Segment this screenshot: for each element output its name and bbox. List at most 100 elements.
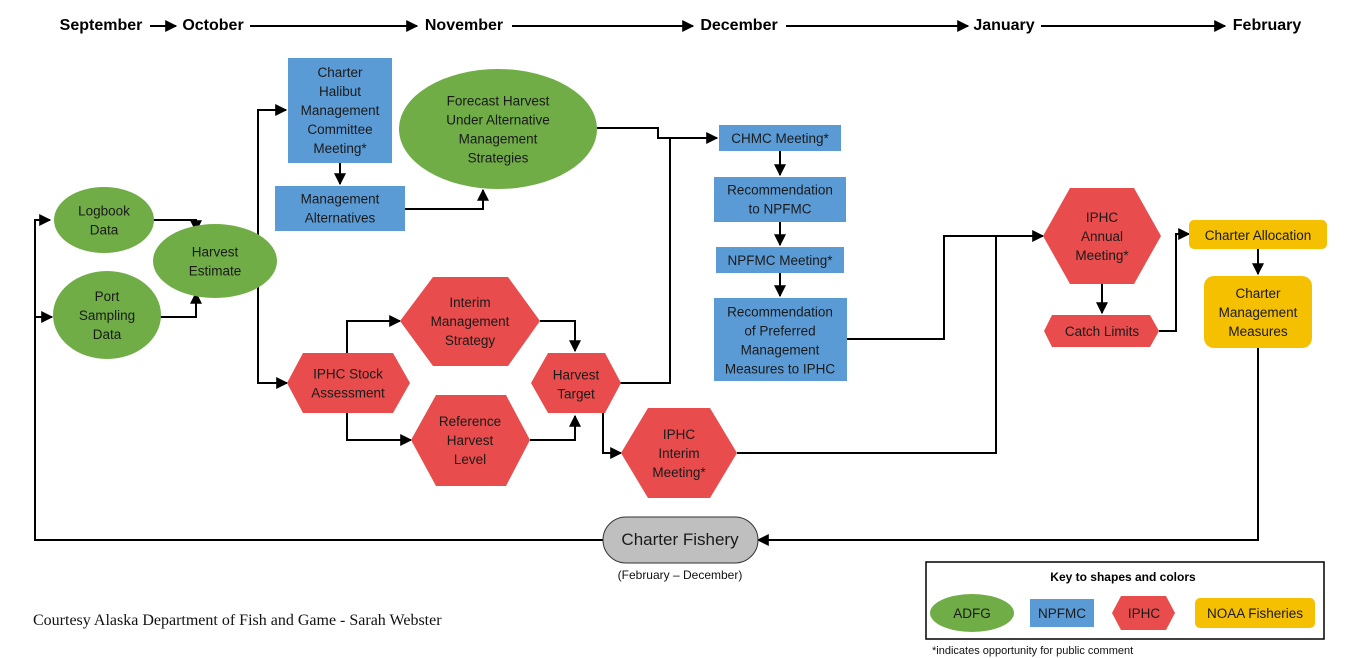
node-label-line: Reference <box>439 414 501 429</box>
legend-adfg-label: ADFG <box>953 606 991 621</box>
node-label-line: Measures <box>1228 324 1288 339</box>
node-chmc-meeting-label: CHMC Meeting* <box>731 131 829 146</box>
node-label-line: NPFMC Meeting* <box>727 253 833 268</box>
node-label-line: Committee <box>307 122 372 137</box>
node-label-line: Meeting* <box>313 141 367 156</box>
month-january: January <box>973 17 1034 34</box>
node-npfmc-meeting-label: NPFMC Meeting* <box>727 253 833 268</box>
node-charter-fishery-label: Charter Fishery <box>621 530 739 549</box>
node-harvest-estimate <box>153 224 277 298</box>
node-iphc-stock-assessment <box>287 353 410 413</box>
node-label-line: Assessment <box>311 386 385 401</box>
node-label-line: IPHC <box>663 427 696 442</box>
node-label-line: Halibut <box>319 84 361 99</box>
node-recommendation-npfmc <box>714 177 846 222</box>
node-catch-limits-label: Catch Limits <box>1065 324 1140 339</box>
node-label-line: Interim <box>449 295 490 310</box>
node-label-line: Catch Limits <box>1065 324 1140 339</box>
node-label-line: Level <box>454 452 486 467</box>
node-label-line: Management <box>741 343 820 358</box>
node-label-line: Charter Allocation <box>1205 228 1312 243</box>
connector <box>159 291 202 318</box>
legend-noaa-shape <box>1195 598 1315 628</box>
node-label-line: Management <box>431 314 510 329</box>
node-label-line: Harvest <box>192 245 239 260</box>
node-label-line: Management <box>1219 305 1298 320</box>
legend-npfmc-shape <box>1030 599 1094 627</box>
node-catch-limits <box>1044 315 1159 347</box>
connector <box>756 348 1259 546</box>
legend: Key to shapes and colors ADFG NPFMC IPHC… <box>925 561 1325 640</box>
node-label-line: Port <box>95 289 120 304</box>
credit-line: Courtesy Alaska Department of Fish and G… <box>33 612 442 629</box>
node-label-line: IPHC Stock <box>313 367 383 382</box>
connector <box>530 414 581 441</box>
node-forecast-harvest <box>399 69 597 189</box>
month-september: September <box>60 17 143 34</box>
fishery-period: (February – December) <box>618 568 743 582</box>
legend-iphc-label: IPHC <box>1128 606 1161 621</box>
node-label-line: Harvest <box>447 433 494 448</box>
connector <box>34 214 603 541</box>
connector <box>257 104 288 248</box>
node-harvest-target <box>531 353 621 413</box>
legend-npfmc-label: NPFMC <box>1038 606 1086 621</box>
node-label-line: Management <box>301 103 380 118</box>
connector <box>597 127 719 144</box>
month-february: February <box>1233 17 1302 34</box>
node-label-line: Annual <box>1081 229 1123 244</box>
node-charter-management-measures <box>1204 276 1312 348</box>
footnote: *indicates opportunity for public commen… <box>932 645 1133 657</box>
node-label-line: Logbook <box>78 204 130 219</box>
connectors <box>34 104 1264 546</box>
node-label-line: Meeting* <box>1075 248 1129 263</box>
month-december: December <box>700 17 777 34</box>
node-recommendation-preferred <box>714 298 847 381</box>
node-reference-harvest-level <box>411 395 530 486</box>
node-label-line: Strategies <box>468 151 529 166</box>
connector <box>540 320 581 353</box>
connector <box>346 315 402 353</box>
node-label-line: Data <box>93 327 122 342</box>
node-label-line: Alternatives <box>305 211 376 226</box>
connector <box>346 413 413 446</box>
node-label-line: Estimate <box>189 264 242 279</box>
node-label-line: Meeting* <box>652 465 706 480</box>
node-label-line: Target <box>557 387 595 402</box>
node-label-line: CHMC Meeting* <box>731 131 829 146</box>
node-chmc-meeting <box>719 125 841 151</box>
node-label-line: of Preferred <box>744 324 815 339</box>
node-label-line: Recommendation <box>727 305 833 320</box>
node-label-line: Charter Fishery <box>621 530 739 549</box>
connector <box>620 138 671 384</box>
node-iphc-annual-meeting <box>1043 188 1161 284</box>
node-label-line: Management <box>301 192 380 207</box>
node-label-line: Data <box>90 223 119 238</box>
month-november: November <box>425 17 503 34</box>
node-label-line: Strategy <box>445 333 496 348</box>
legend-noaa-label: NOAA Fisheries <box>1207 606 1303 621</box>
connector <box>1159 228 1191 332</box>
node-label-line: Forecast Harvest <box>447 94 550 109</box>
node-label-line: Measures to IPHC <box>725 362 836 377</box>
node-charter-allocation <box>1189 220 1327 249</box>
node-label-line: Sampling <box>79 308 135 323</box>
node-label-line: Management <box>459 132 538 147</box>
connector <box>405 188 489 210</box>
node-interim-management-strategy <box>400 277 540 366</box>
